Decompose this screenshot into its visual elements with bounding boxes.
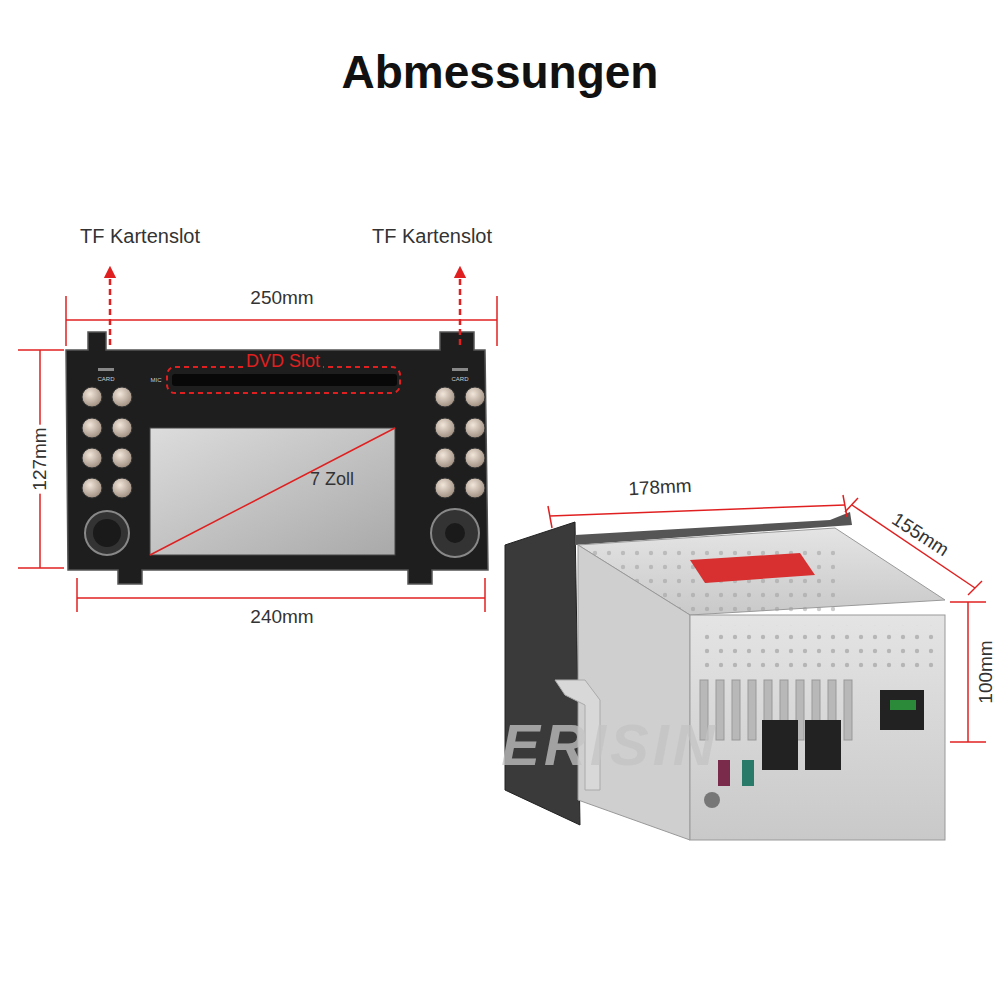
dimension: 7 Zoll bbox=[310, 470, 354, 490]
dimension-lines bbox=[18, 272, 497, 612]
part-label: TF Kartenslot bbox=[80, 225, 200, 247]
dimension-lines bbox=[548, 495, 986, 742]
dimension: 250mm bbox=[247, 288, 316, 309]
rear-unit bbox=[505, 512, 945, 840]
dimension: 178mm bbox=[628, 476, 692, 500]
port-label: CARD bbox=[97, 376, 114, 383]
port-label: CARD bbox=[451, 376, 468, 383]
watermark: ERISIN bbox=[501, 713, 718, 777]
part-label: DVD Slot bbox=[243, 352, 323, 372]
dimension: 127mm bbox=[30, 424, 51, 493]
front-unit bbox=[66, 332, 488, 584]
title: Abmessungen bbox=[342, 47, 659, 98]
port-label: MIC bbox=[151, 377, 162, 384]
dimension: 240mm bbox=[250, 607, 313, 628]
dimension: 155mm bbox=[888, 509, 953, 561]
part-label: TF Kartenslot bbox=[372, 225, 492, 247]
dimension: 100mm bbox=[976, 637, 997, 706]
